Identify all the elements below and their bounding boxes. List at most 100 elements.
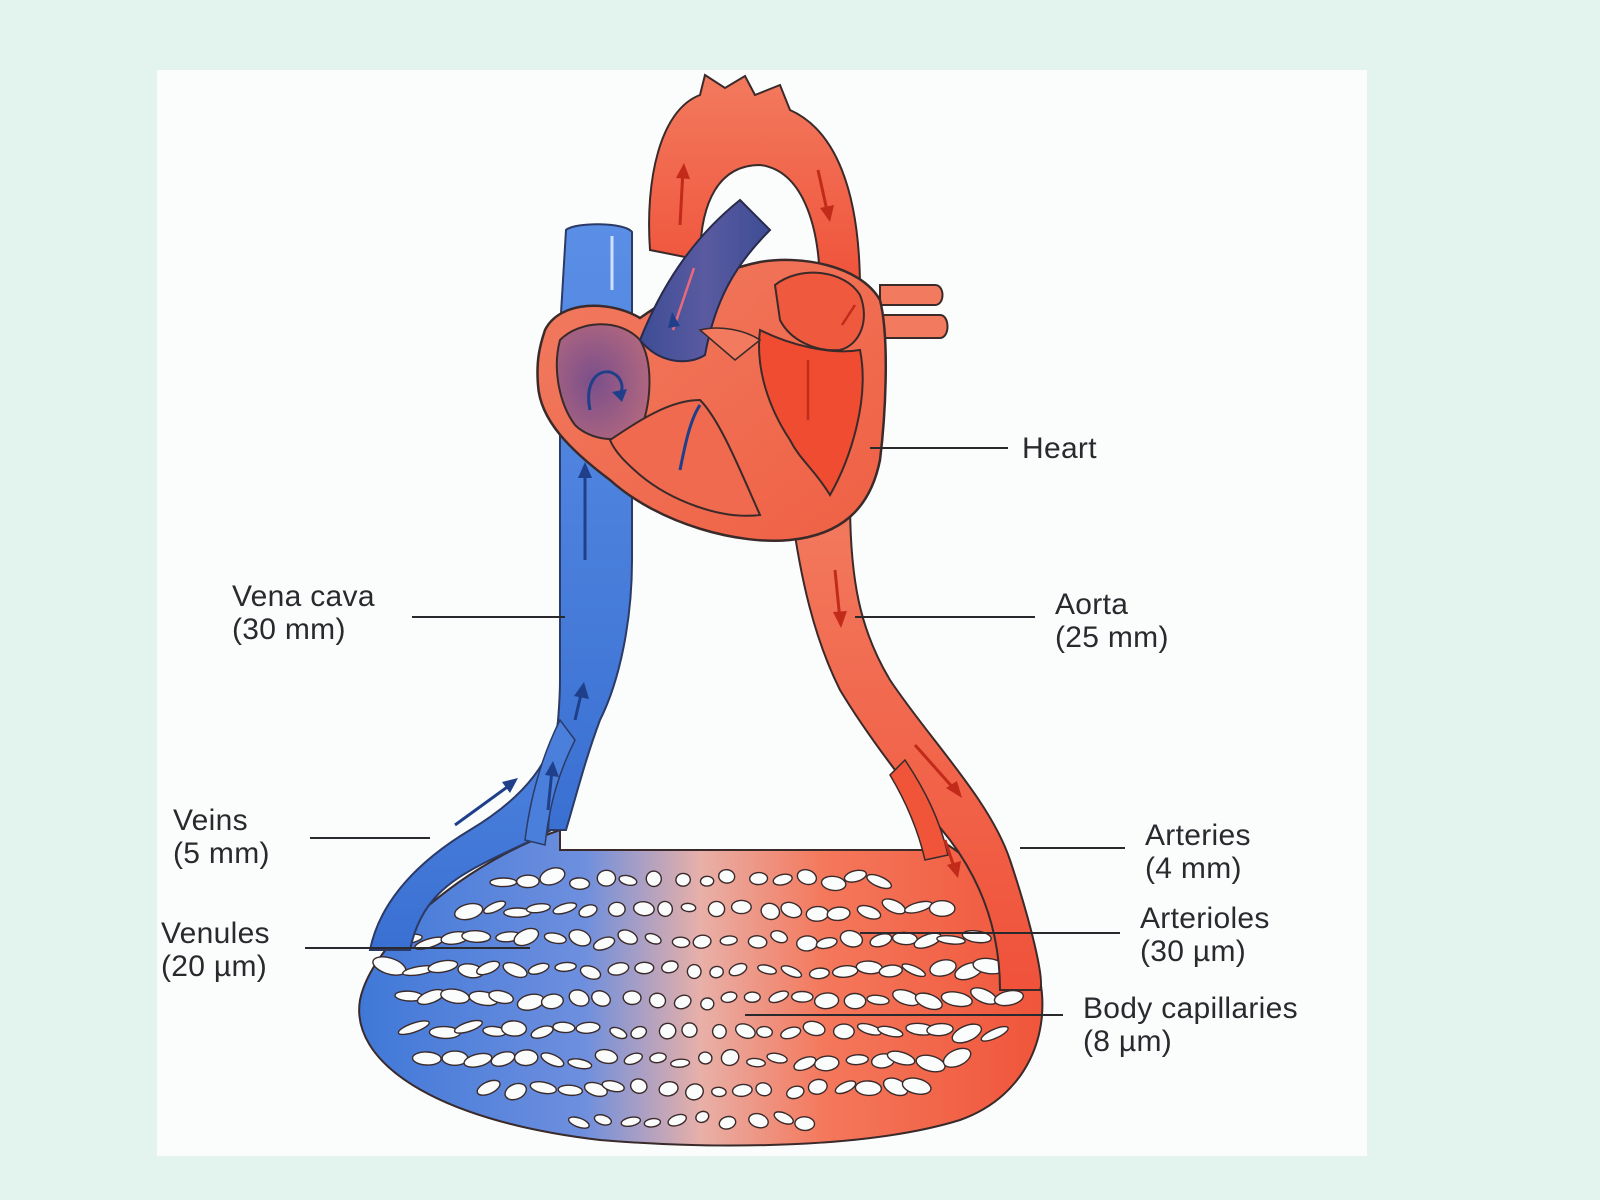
capillary-gap [552, 902, 578, 915]
capillary-gap [661, 960, 679, 974]
capillary-gap [749, 871, 769, 886]
capillary-gap [901, 963, 926, 978]
arterioles-label-size: (30 µm) [1140, 935, 1247, 968]
capillary-gap [568, 928, 592, 947]
capillary-gap [709, 965, 724, 979]
capillary-gap [940, 991, 973, 1008]
capillary-gap [796, 935, 818, 952]
capillaries-label-size: (8 µm) [1083, 1025, 1173, 1058]
arterioles-label: Arterioles (30 µm) [1140, 902, 1270, 968]
capillary-gap [718, 868, 736, 884]
capillary-gap [805, 905, 830, 922]
capillary-gap [686, 963, 702, 980]
venules-label-name: Venules [161, 917, 270, 950]
capillary-gap [886, 1050, 916, 1066]
veins-label: Veins (5 mm) [173, 804, 270, 870]
arteries-label-size: (4 mm) [1145, 852, 1242, 885]
capillary-gap [427, 959, 459, 974]
capillary-gap [632, 901, 655, 917]
capillary-gap [698, 1051, 713, 1065]
capillary-gap [915, 1054, 946, 1073]
capillary-gap [607, 901, 626, 918]
capillary-gap [645, 870, 663, 888]
capillary-gap [786, 1085, 805, 1100]
capillary-gap [926, 1022, 954, 1037]
capillary-gap [814, 1055, 840, 1072]
capillary-gap [525, 902, 551, 914]
capillary-gap [620, 1116, 642, 1128]
capillary-gap [540, 993, 564, 1010]
capillary-gap [901, 1077, 932, 1095]
capillary-gap [773, 1111, 794, 1125]
capillary-gap [877, 1025, 904, 1038]
capillary-gap [856, 904, 882, 920]
capillary-gap [768, 990, 790, 1004]
capillary-gap [601, 1080, 625, 1093]
capillary-gap [483, 900, 507, 915]
capillary-gap [671, 936, 691, 949]
heart-label: Heart [1022, 432, 1097, 465]
capillary-gap [734, 1023, 756, 1040]
capillary-gap [780, 1026, 802, 1040]
capillary-gap [596, 869, 617, 887]
capillary-gap [692, 934, 712, 949]
capillary-gap [675, 872, 691, 887]
capillary-gap [719, 935, 738, 946]
capillary-gap [794, 1116, 816, 1132]
capillary-gap [657, 900, 674, 918]
capillary-gap [540, 1052, 565, 1068]
capillary-gap [502, 961, 528, 979]
capillary-gap [629, 1078, 648, 1094]
capillary-gap [634, 961, 655, 975]
heart-label-name: Heart [1022, 432, 1097, 465]
capillary-gap [618, 874, 638, 887]
capillary-gap [807, 1078, 828, 1095]
capillary-gap [609, 1026, 628, 1040]
capillary-gap [791, 990, 814, 1003]
capillary-gap [695, 1110, 710, 1124]
capillary-gap [557, 1084, 584, 1097]
capillary-gap [567, 1058, 593, 1070]
capillary-gap [644, 932, 662, 945]
venules-label-size: (20 µm) [161, 950, 268, 983]
capillary-gap [667, 1113, 688, 1127]
capillary-gap [755, 1082, 773, 1097]
capillary-gap [780, 965, 803, 979]
capillary-gap [808, 967, 830, 980]
capillary-gap [568, 989, 590, 1007]
capillary-gap [718, 1115, 737, 1130]
capillary-gap [700, 997, 715, 1011]
capillary-gap [513, 1049, 539, 1067]
capillary-gap [648, 992, 667, 1009]
capillary-network [358, 828, 1044, 1147]
capillary-gap [527, 962, 550, 975]
capillary-gap [813, 992, 840, 1010]
vena-cava-label: Vena cava (30 mm) [232, 580, 375, 646]
capillary-gap [866, 994, 890, 1006]
capillary-gap [500, 1020, 528, 1037]
capillary-gap [780, 901, 803, 919]
capillary-gap [839, 929, 864, 948]
capillary-gap [820, 875, 847, 892]
heart-illustration [536, 73, 949, 542]
capillary-gap [731, 1083, 753, 1098]
capillary-gap [845, 1054, 869, 1066]
capillary-gap [623, 1052, 643, 1066]
capillary-gap [488, 989, 514, 1005]
capillary-gap [796, 869, 818, 886]
capillary-gap [453, 902, 484, 921]
capillary-gap [928, 899, 956, 918]
capillary-gap [929, 959, 957, 977]
capillary-gap [757, 964, 777, 975]
veins-label-name: Veins [173, 804, 248, 837]
capillary-gap [843, 992, 867, 1010]
capillary-gap [699, 875, 715, 887]
capillary-gap [607, 962, 630, 976]
capillary-gap [594, 1048, 619, 1065]
capillary-gap [746, 1057, 766, 1068]
capillary-gap [832, 1023, 855, 1040]
capillary-gap [815, 936, 838, 950]
capillary-gap [743, 991, 761, 1004]
capillary-gap [411, 1051, 442, 1066]
